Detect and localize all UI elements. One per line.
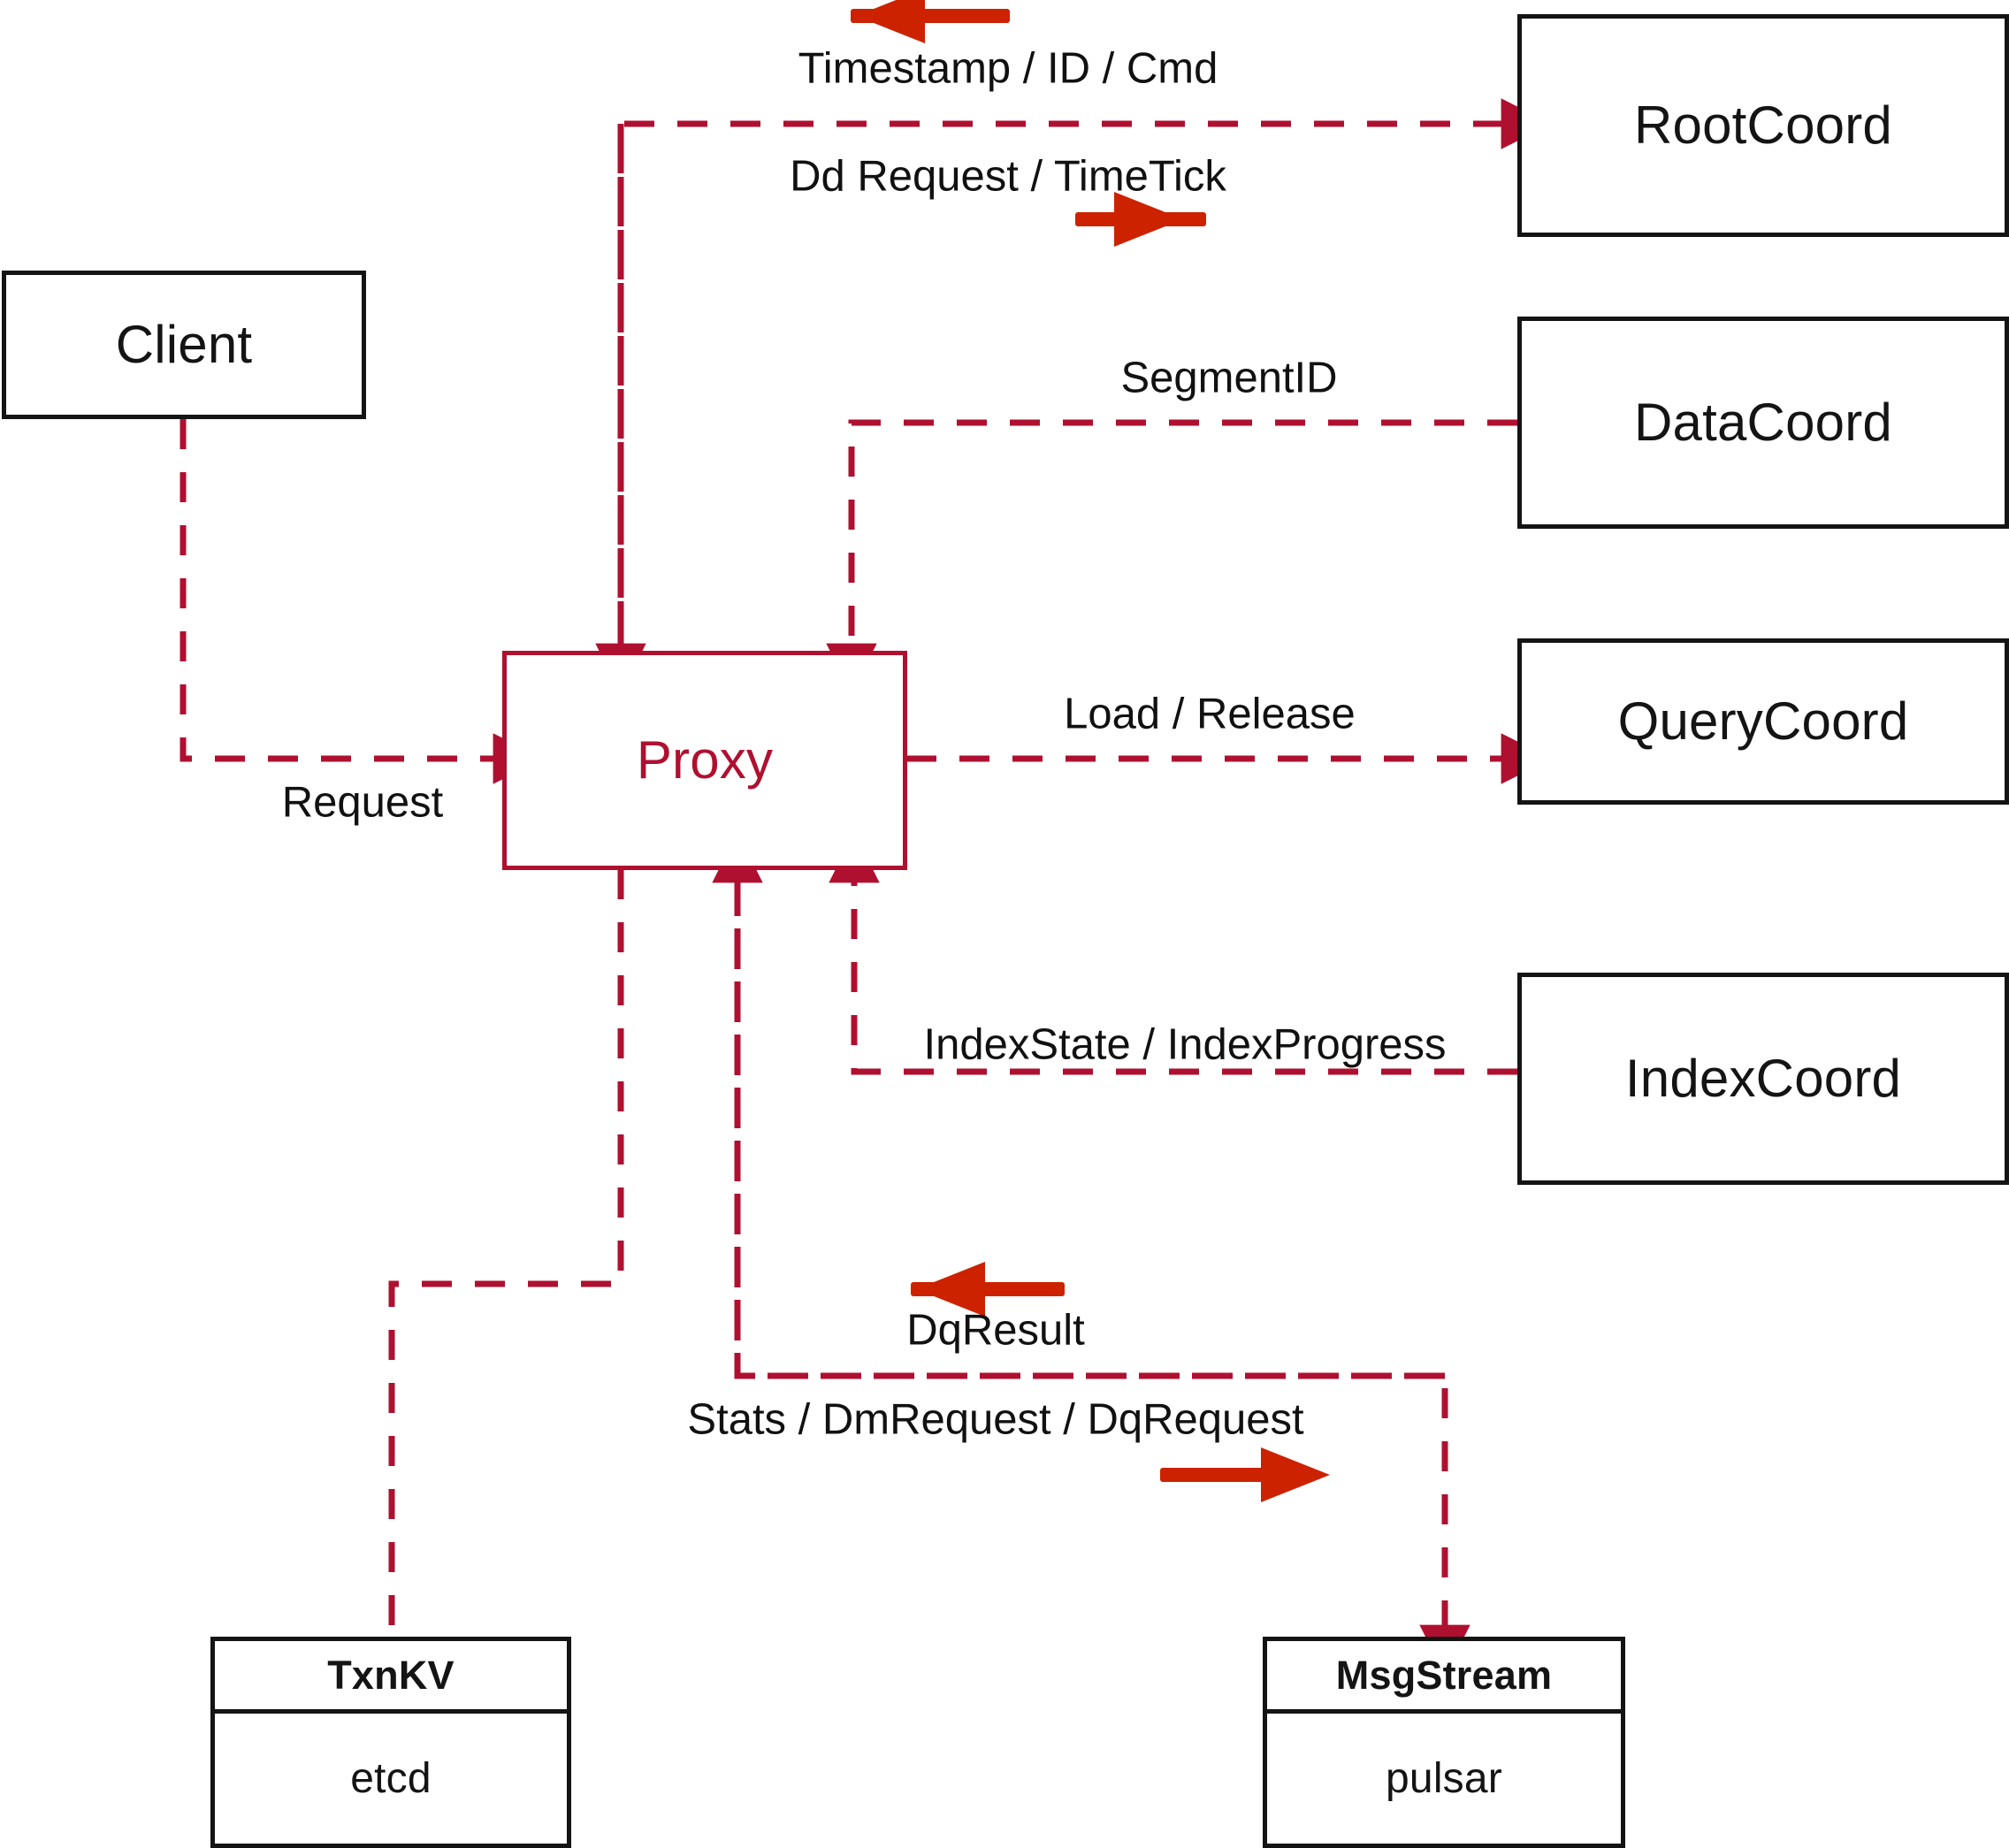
- node-msgstream[interactable]: MsgStream pulsar: [1263, 1637, 1625, 1848]
- node-root-coord-label: RootCoord: [1634, 95, 1892, 155]
- node-query-coord[interactable]: QueryCoord: [1517, 638, 2009, 805]
- edge-label-segment-id: SegmentID: [1120, 354, 1338, 402]
- edge-label-dq-result: DqResult: [906, 1306, 1085, 1355]
- node-data-coord[interactable]: DataCoord: [1517, 317, 2009, 529]
- edge-label-stats-dm-dq-request: Stats / DmRequest / DqRequest: [687, 1395, 1304, 1444]
- node-proxy-label: Proxy: [636, 730, 774, 790]
- node-proxy[interactable]: Proxy: [502, 651, 907, 870]
- node-txnkv-body: etcd: [215, 1714, 567, 1844]
- edge-stats-dm-dq-request: [734, 875, 1470, 1676]
- node-client-label: Client: [115, 315, 253, 374]
- edge-label-dd-request-timetick: Dd Request / TimeTick: [790, 152, 1226, 201]
- node-msgstream-body-label: pulsar: [1386, 1754, 1502, 1802]
- edge-segment-id: [826, 419, 1517, 694]
- edge-txnkv-link: [388, 869, 624, 1637]
- node-index-coord[interactable]: IndexCoord: [1517, 973, 2009, 1185]
- node-root-coord[interactable]: RootCoord: [1517, 14, 2009, 237]
- direction-indicator-group: [851, 0, 1330, 1502]
- direction-arrow-right-statsdm: [1160, 1447, 1330, 1502]
- edge-label-timestamp-id-cmd: Timestamp / ID / Cmd: [798, 44, 1218, 93]
- node-client[interactable]: Client: [2, 271, 366, 419]
- node-txnkv-header-label: TxnKV: [327, 1653, 455, 1698]
- node-data-coord-label: DataCoord: [1634, 393, 1892, 452]
- node-txnkv-body-label: etcd: [350, 1754, 432, 1802]
- node-index-coord-label: IndexCoord: [1624, 1049, 1902, 1108]
- node-msgstream-header-label: MsgStream: [1335, 1653, 1553, 1698]
- node-txnkv-header: TxnKV: [215, 1641, 567, 1714]
- edge-label-load-release: Load / Release: [1064, 690, 1356, 738]
- node-msgstream-header: MsgStream: [1267, 1641, 1621, 1714]
- node-msgstream-body: pulsar: [1267, 1714, 1621, 1844]
- edge-request: [180, 419, 544, 784]
- edge-dd-request-timetick: [617, 98, 1552, 651]
- edge-label-request: Request: [281, 778, 444, 827]
- node-query-coord-label: QueryCoord: [1617, 691, 1909, 751]
- node-txnkv[interactable]: TxnKV etcd: [210, 1637, 571, 1848]
- edge-dq-result: [712, 832, 1445, 1379]
- direction-arrow-left-timestamp: [851, 0, 1010, 43]
- edge-label-index-state-progress: IndexState / IndexProgress: [923, 1020, 1447, 1069]
